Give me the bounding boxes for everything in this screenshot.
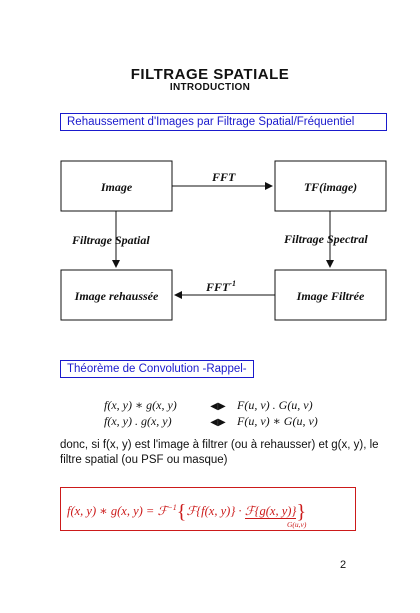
edge-label-filtrage-spectral: Filtrage Spectral — [284, 232, 368, 246]
formula-inner-left: ℱ{f(x, y)} · — [186, 504, 245, 518]
section-heading-rehaussement: Rehaussement d'Images par Filtrage Spati… — [60, 113, 387, 131]
edge-label-filtrage-spatial: Filtrage Spatial — [72, 233, 150, 247]
equation-1-rhs: F(u, ν) . G(u, ν) — [237, 398, 313, 412]
section-heading-convolution: Théorème de Convolution -Rappel- — [60, 360, 254, 378]
edge-label-fft: FFT — [212, 170, 236, 184]
box-image-rehaussee — [60, 269, 173, 321]
page-subtitle: INTRODUCTION — [169, 82, 251, 93]
explanation-paragraph: donc, si f(x, y) est l'image à filtrer (… — [60, 439, 379, 466]
equation-convolution-1: f(x, y) ∗ g(x, y) ◀▶ F(u, ν) . G(u, ν) — [104, 398, 313, 413]
formula-open-brace: { — [176, 501, 187, 523]
label-image: Image — [100, 180, 133, 194]
equation-1-lhs: f(x, y) ∗ g(x, y) — [104, 398, 177, 412]
page-number: 2 — [340, 559, 347, 571]
label-image-rehaussee: Image rehaussée — [74, 289, 159, 303]
formula-inverse: ℱ — [157, 504, 168, 518]
edge-label-fft-inverse-exp: -1 — [229, 279, 237, 288]
formula-inverse-exp: −1 — [167, 502, 177, 512]
page-title: FILTRAGE SPATIALE — [130, 66, 290, 83]
equation-1-arrow: ◀▶ — [210, 401, 226, 412]
equation-2-rhs: F(u, ν) ∗ G(u, ν) — [237, 414, 318, 428]
equation-convolution-2: f(x, y) . g(x, y) ◀▶ F(u, ν) ∗ G(u, ν) — [104, 414, 318, 429]
label-image-filtree: Image Filtrée — [296, 289, 365, 303]
filtering-formula: f(x, y) ∗ g(x, y) = ℱ−1{ℱ{f(x, y)} · ℱ{g… — [67, 501, 306, 524]
edge-label-fft-inverse-base: FFT — [206, 280, 230, 294]
edge-label-fft-inverse: FFT-1 — [206, 279, 236, 295]
formula-box: f(x, y) ∗ g(x, y) = ℱ−1{ℱ{f(x, y)} · ℱ{g… — [60, 487, 356, 531]
label-tf-image: TF(image) — [303, 180, 358, 194]
formula-lhs: f(x, y) ∗ g(x, y) = — [67, 504, 158, 518]
formula-inner-right: ℱ{g(x, y)} — [244, 504, 297, 519]
equation-2-arrow: ◀▶ — [210, 417, 226, 428]
equation-2-lhs: f(x, y) . g(x, y) — [104, 414, 172, 428]
formula-underbrace-label: G(u,ν) — [287, 520, 307, 529]
formula-close-brace: } — [296, 501, 307, 523]
